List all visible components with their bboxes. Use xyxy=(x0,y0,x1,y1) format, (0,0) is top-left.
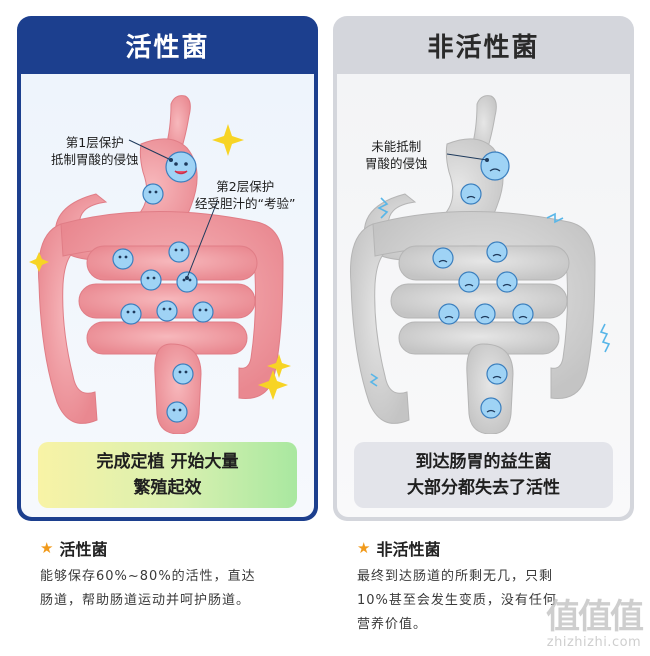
callout-line: 第1层保护 xyxy=(65,135,124,150)
result-line: 大部分都失去了活性 xyxy=(407,478,560,498)
description-line: 能够保存60%~80%的活性，直达 xyxy=(40,569,256,584)
description-line: 10%甚至会发生变质，没有任何 xyxy=(357,593,557,608)
result-line: 完成定植 开始大量 xyxy=(96,452,239,472)
digestive-tract-illustration xyxy=(349,95,611,434)
panel-body: 未能抵制 胃酸的侵蚀 到达肠胃的益生菌 大部分都失去了活性 xyxy=(337,74,630,517)
star-icon: ★ xyxy=(357,539,371,557)
site-watermark: 值值值 zhizhizhi.com xyxy=(546,597,644,650)
description-title: 非活性菌 xyxy=(376,540,441,559)
digestive-tract-illustration xyxy=(29,95,291,434)
stomach-protection-callout: 第1层保护 抵制胃酸的侵蚀 xyxy=(51,134,139,168)
star-icon: ★ xyxy=(40,539,54,557)
description-text: 能够保存60%~80%的活性，直达 肠道，帮助肠道运动并呵护肠道。 xyxy=(40,565,330,613)
stomach-erosion-callout: 未能抵制 胃酸的侵蚀 xyxy=(365,138,428,172)
intestine-protection-callout: 第2层保护 经受胆汁的“考验” xyxy=(195,178,295,212)
description-title: 活性菌 xyxy=(59,540,108,559)
result-line: 繁殖起效 xyxy=(133,478,202,498)
inactive-bacteria-panel: 非活性菌 xyxy=(333,16,634,521)
description-line: 肠道，帮助肠道运动并呵护肠道。 xyxy=(40,593,251,608)
panel-title: 活性菌 xyxy=(125,32,210,63)
panel-body: 第1层保护 抵制胃酸的侵蚀 第2层保护 经受胆汁的“考验” 完成定植 开始大量 … xyxy=(21,74,314,517)
description-text: 最终到达肠道的所剩无几，只剩 10%甚至会发生变质，没有任何 营养价值。 xyxy=(357,565,647,637)
result-box: 完成定植 开始大量 繁殖起效 xyxy=(38,442,297,508)
active-bacteria-description: ★ 活性菌 能够保存60%~80%的活性，直达 肠道，帮助肠道运动并呵护肠道。 xyxy=(40,536,330,613)
watermark-url: zhizhizhi.com xyxy=(546,635,642,650)
callout-line: 胃酸的侵蚀 xyxy=(365,156,428,171)
description-line: 营养价值。 xyxy=(357,617,428,632)
active-bacteria-panel: 活性菌 xyxy=(17,16,318,521)
callout-line: 未能抵制 xyxy=(371,139,422,154)
result-line: 到达肠胃的益生菌 xyxy=(415,452,552,472)
watermark-logo: 值值值 xyxy=(546,597,644,637)
result-box: 到达肠胃的益生菌 大部分都失去了活性 xyxy=(354,442,613,508)
callout-line: 第2层保护 xyxy=(216,179,275,194)
callout-line: 经受胆汁的“考验” xyxy=(195,196,296,211)
inactive-bacteria-description: ★ 非活性菌 最终到达肠道的所剩无几，只剩 10%甚至会发生变质，没有任何 营养… xyxy=(357,536,647,637)
callout-line: 抵制胃酸的侵蚀 xyxy=(51,152,139,167)
panel-title: 非活性菌 xyxy=(427,32,540,63)
description-line: 最终到达肠道的所剩无几，只剩 xyxy=(357,569,554,584)
description-heading: ★ 非活性菌 xyxy=(357,536,647,560)
description-heading: ★ 活性菌 xyxy=(40,536,330,560)
